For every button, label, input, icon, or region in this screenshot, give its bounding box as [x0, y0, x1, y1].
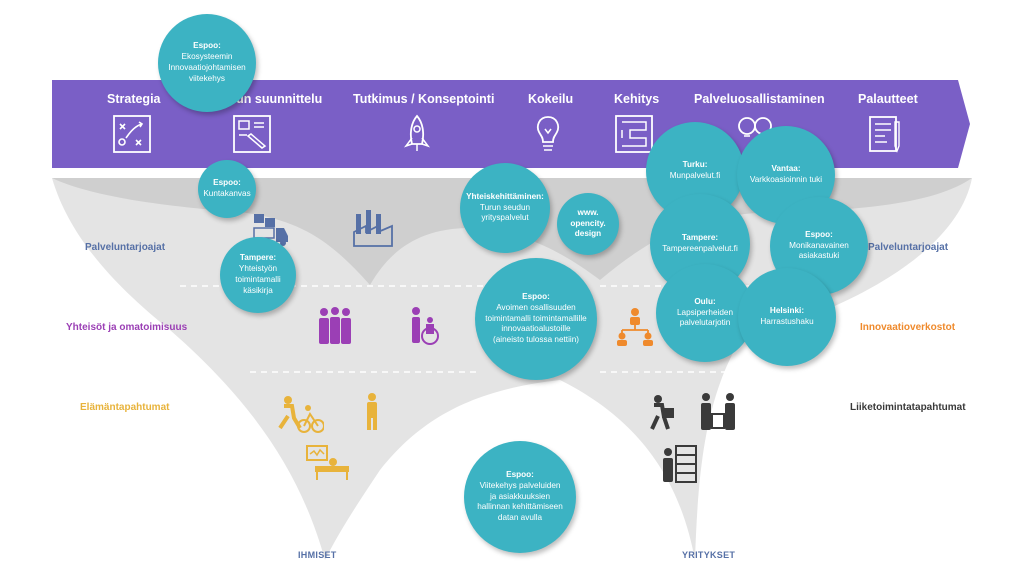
bubble-text: Monikanavainen asiakastuki: [789, 240, 849, 261]
person-carrying-box-icon: [650, 395, 674, 430]
wheelchair-caregiver-icon: [412, 307, 439, 345]
shelving-worker-icon: [663, 445, 697, 483]
network-people-icon: [617, 308, 653, 346]
rocket-icon: [403, 114, 431, 151]
bubble-title: Tampere:: [239, 253, 277, 263]
label-communities: Yhteisöt ja omatoimisuus: [66, 322, 188, 333]
phase-development: Kehitys: [614, 92, 660, 106]
bubble-text: Harrastushaku: [760, 317, 814, 326]
bubble-espoo-ecosystem: Espoo: Ekosysteemin Innovaatiojohtamisen…: [158, 14, 256, 112]
bubble-title: Oulu:: [694, 296, 716, 306]
hospital-bed-icon: [306, 445, 349, 480]
phase-feedback: Palautteet: [858, 92, 918, 106]
phase-banner: [52, 80, 970, 168]
bubble-text: Munpalvelut.fi: [669, 171, 721, 180]
bubble-title: Turku:: [682, 160, 708, 170]
bubble-title: Yhteiskehittäminen:: [466, 191, 544, 201]
bubble-title: Espoo:: [213, 178, 241, 188]
bubble-text: opencity. design: [570, 218, 606, 239]
bubble-espoo-framework: Espoo: Viitekehys palveluiden ja asiakku…: [464, 441, 576, 553]
bubble-title: Espoo:: [193, 41, 221, 51]
bubble-yhteiskehittaminen: Yhteiskehittäminen: Turun seudun yritysp…: [460, 163, 550, 253]
bubble-helsinki: Helsinki: Harrastushaku: [738, 268, 836, 366]
shopkeepers-icon: [701, 393, 735, 430]
bubble-title: Vantaa:: [771, 164, 801, 174]
bubble-oulu: Oulu: Lapsiperheiden palvelutarjotin: [656, 264, 754, 362]
bubble-title: Helsinki:: [769, 306, 805, 316]
label-people: IHMISET: [298, 550, 337, 560]
design-sketch-icon: [233, 115, 271, 153]
label-providers-left: Palveluntarjoajat: [85, 242, 166, 253]
bubble-title: Espoo:: [805, 229, 833, 239]
strategy-board-icon: [113, 115, 151, 153]
bubble-title: www.: [577, 207, 599, 217]
bubble-text: Ekosysteemin Innovaatiojohtamisen viitek…: [168, 52, 246, 83]
bubble-opencity: www. opencity. design: [557, 193, 619, 255]
label-life-events: Elämäntapahtumat: [80, 402, 170, 413]
group-people-icon: [319, 307, 351, 344]
bubble-espoo-platforms: Espoo: Avoimen osallisuuden toimintamall…: [475, 258, 597, 380]
label-innovation-networks: Innovaatioverkostot: [860, 322, 956, 333]
label-business-events: Liiketoimintatapahtumat: [850, 402, 966, 413]
bubble-title: Espoo:: [522, 291, 550, 301]
bubble-espoo-kuntakanvas: Espoo: Kuntakanvas: [198, 160, 256, 218]
family-cycling-icon: [278, 396, 324, 433]
bubble-text: Viitekehys palveluiden ja asiakkuuksien …: [477, 480, 563, 523]
phase-research: Tutkimus / Konseptointi: [353, 92, 495, 106]
bubble-tampere-handbook: Tampere: Yhteistyön toimintamalli käsiki…: [220, 237, 296, 313]
factory-icon: [353, 210, 393, 247]
label-providers-right: Palveluntarjoajat: [868, 242, 949, 253]
phase-experiment: Kokeilu: [528, 92, 574, 106]
phase-strategy: Strategia: [107, 92, 161, 106]
maze-icon: [615, 115, 653, 153]
phase-participation: Palveluosallistaminen: [694, 92, 825, 106]
bubble-title: Tampere:: [681, 233, 719, 243]
feedback-form-icon: [869, 116, 900, 153]
bubble-text: Avoimen osallisuuden toimintamalli toimi…: [485, 302, 587, 345]
bubble-text: Turun seudun yrityspalvelut: [479, 202, 531, 223]
bubble-text: Yhteistyön toimintamalli käsikirja: [235, 264, 281, 295]
bubble-text: Tampereenpalvelut.fi: [662, 244, 738, 253]
standing-person-icon: [367, 393, 377, 430]
bubble-text: Kuntakanvas: [203, 189, 251, 198]
bubble-text: Varkkoasioinnin tuki: [749, 175, 823, 184]
bubble-title: Espoo:: [506, 469, 534, 479]
lightbulb-icon: [536, 116, 560, 151]
bubble-text: Lapsiperheiden palvelutarjotin: [677, 307, 733, 328]
label-companies: YRITYKSET: [682, 550, 736, 560]
